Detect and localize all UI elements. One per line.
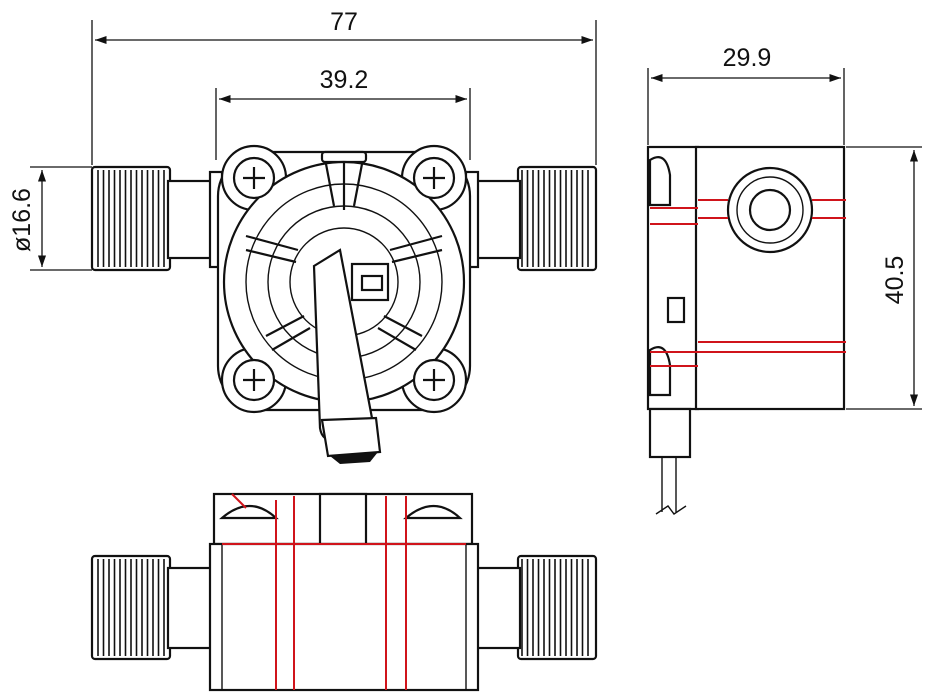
dimension-overall-length: 77 — [91, 8, 597, 165]
screw-top-right — [412, 156, 456, 200]
dimension-side-height: 40.5 — [846, 146, 922, 410]
screw-cross-icon — [423, 167, 445, 189]
dimension-side-depth: 29.9 — [647, 44, 845, 145]
dimension-thread-diameter: ø16.6 — [8, 166, 92, 271]
screw-top-left — [232, 156, 276, 200]
meter-body — [216, 144, 472, 464]
overall-length-label: 77 — [330, 8, 358, 36]
screw-cross-icon — [243, 369, 265, 391]
thread-diameter-label: ø16.6 — [8, 188, 36, 252]
bottom-view — [90, 492, 598, 692]
screw-cross-icon — [243, 167, 265, 189]
right-outlet-thread — [464, 165, 598, 272]
side-height-label: 40.5 — [881, 256, 909, 305]
screw-bottom-right — [412, 358, 456, 402]
side-depth-label: 29.9 — [723, 44, 772, 72]
side-view: 29.9 40.5 — [646, 44, 922, 515]
body-width-label: 39.2 — [320, 66, 369, 94]
screw-cross-icon — [423, 369, 445, 391]
left-inlet-thread — [90, 165, 224, 272]
screw-bottom-left — [232, 358, 276, 402]
front-view: 77 39.2 ø16.6 — [8, 8, 598, 464]
dimension-body-width: 39.2 — [215, 66, 471, 160]
